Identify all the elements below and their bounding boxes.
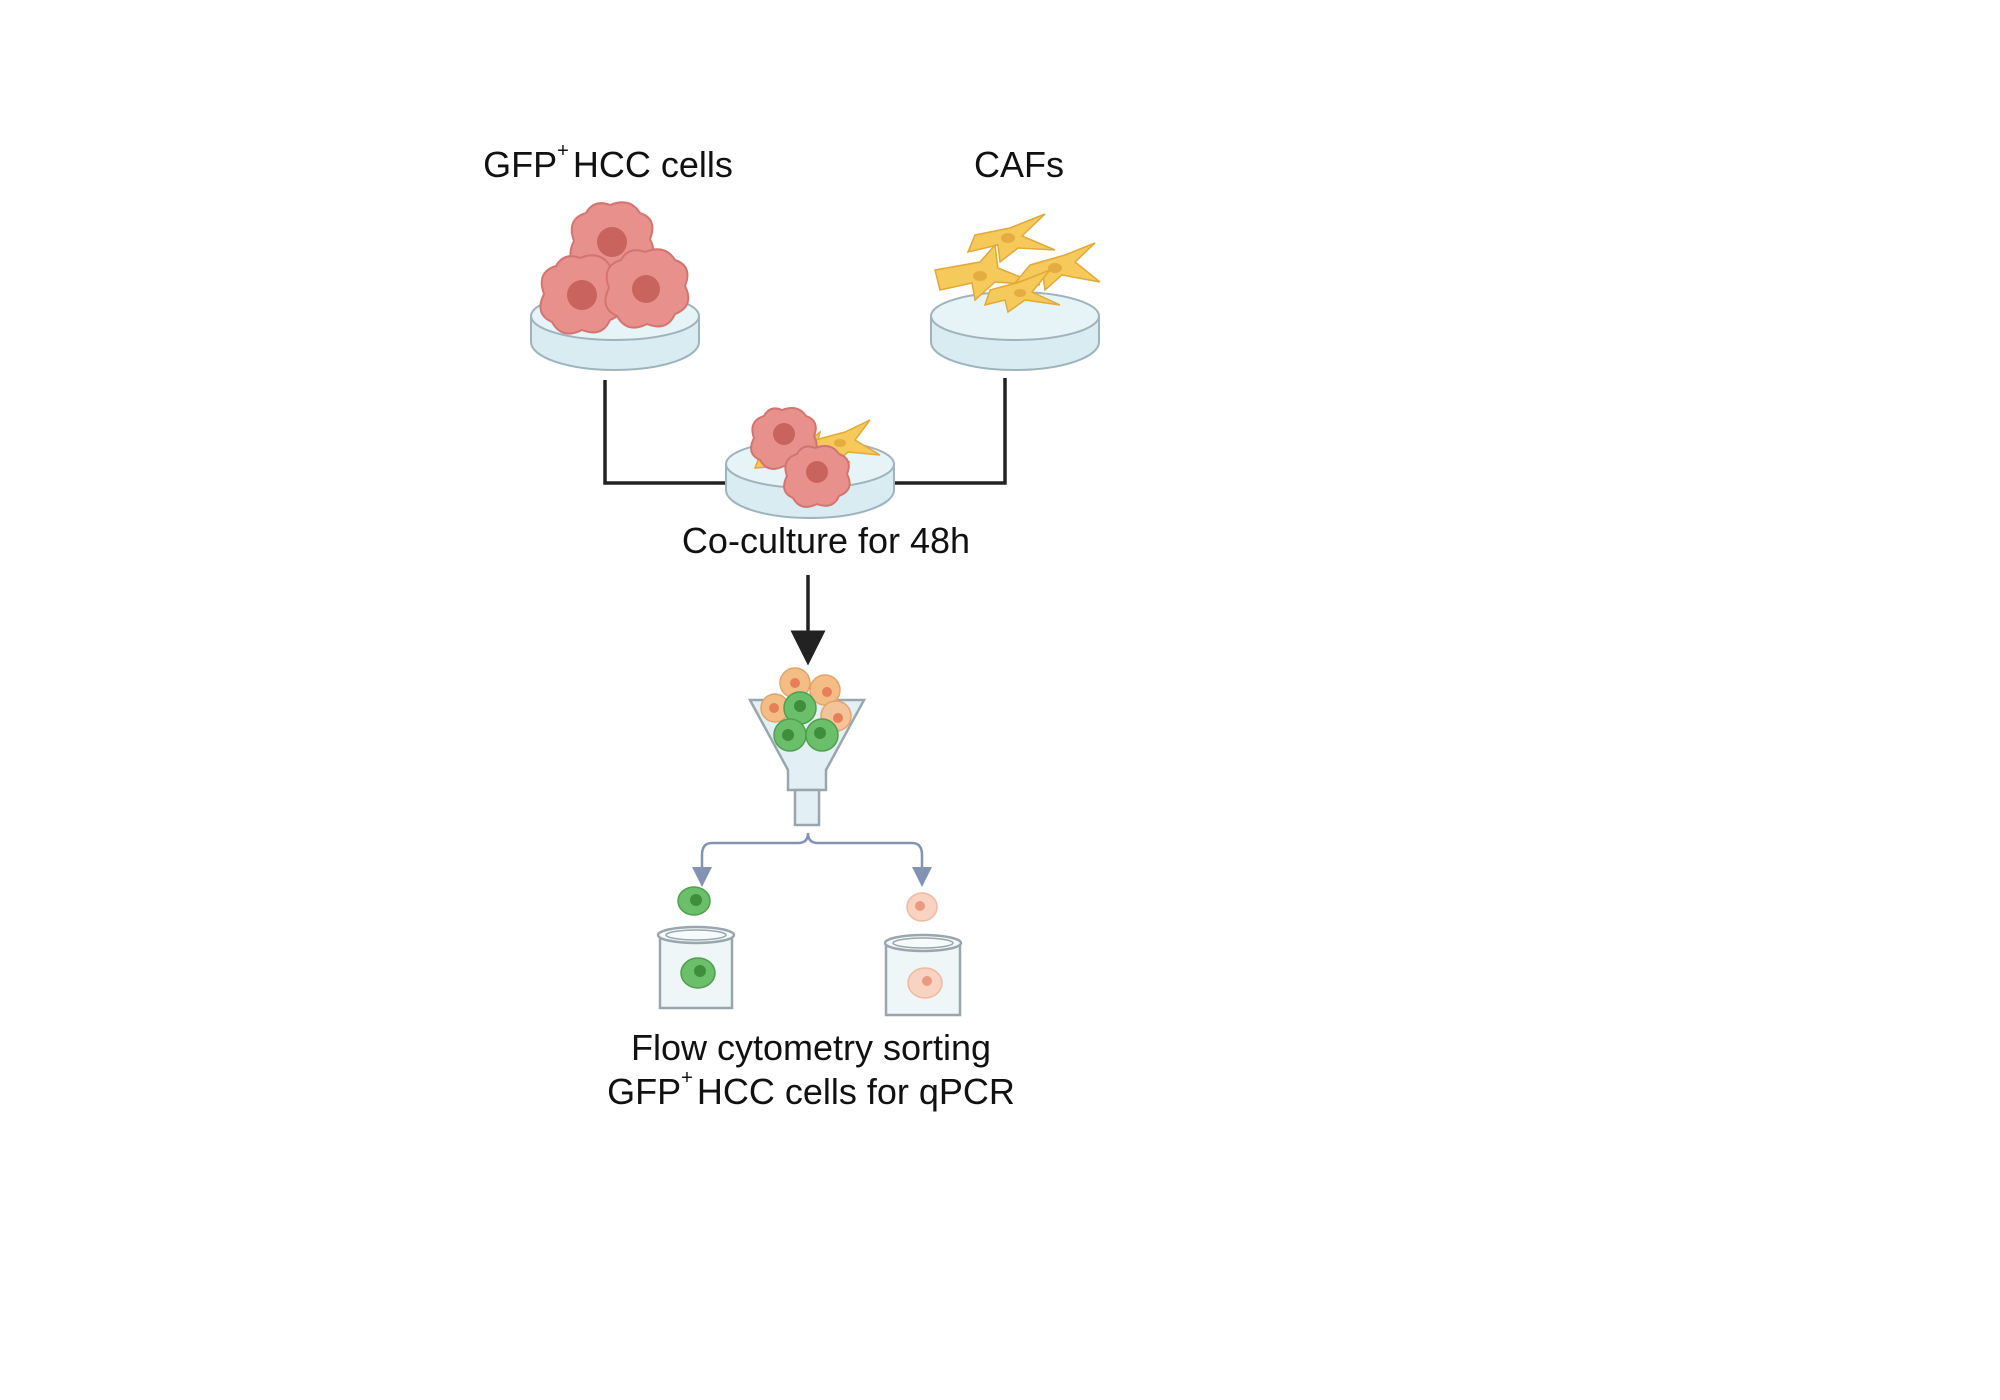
connector-lines bbox=[603, 378, 1007, 485]
sorting-label-line2-superscript: + bbox=[681, 1067, 693, 1089]
coculture-hcc-cell-icon bbox=[750, 407, 851, 508]
funnel-cell-cluster-icon bbox=[760, 667, 852, 752]
non-gfp-sorted-cell-icon bbox=[906, 892, 938, 922]
sorting-label-line2-suffix: HCC cells for qPCR bbox=[696, 1071, 1015, 1112]
hcc-label-superscript: + bbox=[557, 140, 569, 162]
hcc-cell-icon bbox=[539, 201, 690, 335]
sorting-label-line1-text: Flow cytometry sorting bbox=[630, 1027, 992, 1068]
split-arrow-icon bbox=[692, 832, 932, 887]
non-gfp-test-tube-icon bbox=[883, 933, 963, 1017]
hcc-cells-label: GFP+HCC cells bbox=[483, 140, 733, 186]
sorting-label-line2-prefix: GFP bbox=[607, 1071, 682, 1112]
caf-cell-icon bbox=[934, 213, 1101, 314]
gfp-sorted-cell-icon bbox=[677, 886, 711, 916]
sorting-label-line1: Flow cytometry sorting bbox=[631, 1026, 991, 1069]
coculture-label-text: Co-culture for 48h bbox=[681, 520, 971, 561]
cafs-label-text: CAFs bbox=[974, 144, 1064, 185]
coculture-label: Co-culture for 48h bbox=[682, 519, 970, 562]
hcc-label-prefix: GFP bbox=[483, 144, 558, 185]
gfp-test-tube-icon bbox=[656, 925, 736, 1010]
hcc-label-suffix: HCC cells bbox=[572, 144, 733, 185]
cafs-label: CAFs bbox=[974, 143, 1064, 186]
sorting-label-line2: GFP+HCC cells for qPCR bbox=[607, 1067, 1015, 1113]
caf-petri-dish-icon bbox=[930, 291, 1100, 371]
